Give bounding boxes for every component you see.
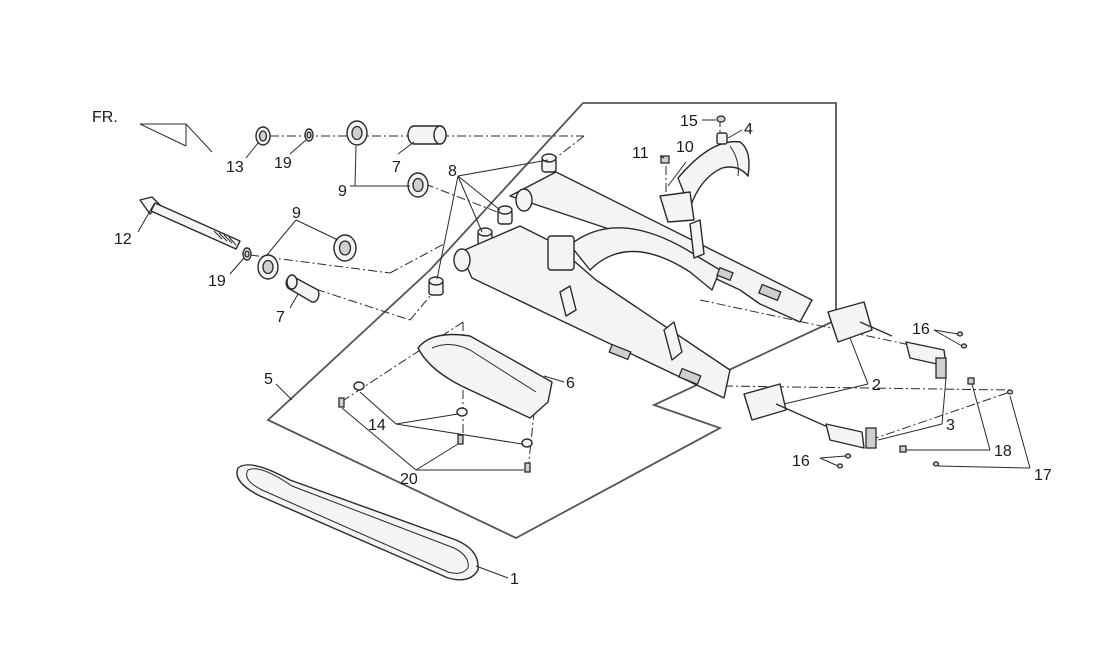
assembly-centerlines: [249, 118, 1011, 471]
callout-19-lower: 19: [208, 273, 226, 290]
callout-18: 18: [994, 443, 1012, 460]
part-15-screw: [716, 115, 726, 123]
callout-8: 8: [448, 163, 457, 180]
callout-19-upper: 19: [274, 155, 292, 172]
callout-15: 15: [680, 113, 698, 130]
callout-14: 14: [368, 417, 386, 434]
assembly-boundary-frame: [266, 102, 837, 540]
callout-16-lower: 16: [792, 453, 810, 470]
part-3-adjuster-plate-upper: [905, 341, 947, 379]
callout-5: 5: [264, 371, 273, 388]
part-17-bolts: [932, 389, 1014, 467]
part-10-fender: [659, 140, 750, 223]
part-7-collar-upper: [407, 125, 447, 145]
callout-3: 3: [946, 417, 955, 434]
part-6-chain-guard: [417, 333, 553, 419]
callout-13: 13: [226, 159, 244, 176]
part-13-nut: [255, 126, 271, 146]
leader-lines: [137, 119, 1031, 579]
callout-10: 10: [676, 139, 694, 156]
part-9-seal-lower-left: [257, 254, 279, 280]
part-9-seal-lower-right: [333, 234, 357, 262]
part-2-chain-adjuster-upper: [827, 301, 893, 343]
part-18-nuts: [899, 377, 975, 453]
callout-4: 4: [744, 121, 753, 138]
part-12-pivot-bolt: [139, 196, 241, 250]
callout-labels: 13 19 7 9 8 9 12 19 7 5 6 14 20 11 10 15…: [114, 113, 1052, 588]
part-1-drive-belt: [236, 464, 479, 581]
front-direction-label: FR.: [92, 109, 118, 126]
part-3-adjuster-plate-lower: [825, 423, 877, 449]
part-20-screws: [338, 397, 531, 473]
callout-12: 12: [114, 231, 132, 248]
part-7-collar-lower: [285, 274, 320, 303]
callout-20: 20: [400, 471, 418, 488]
callout-1: 1: [510, 571, 519, 588]
callout-9-upper: 9: [338, 183, 347, 200]
part-4-grommet: [716, 132, 728, 145]
part-11-bolt: [660, 155, 670, 164]
callout-11: 11: [632, 145, 649, 162]
part-14-washers: [353, 381, 533, 448]
part-9-seal-middle: [407, 172, 429, 198]
callout-2: 2: [872, 377, 881, 394]
callout-16-upper: 16: [912, 321, 930, 338]
callout-7-lower: 7: [276, 309, 285, 326]
part-9-seal-upper: [346, 120, 368, 146]
swing-arm: [453, 171, 813, 399]
front-direction-arrow-icon: [139, 123, 213, 153]
callout-9-lower: 9: [292, 205, 301, 222]
callout-17: 17: [1034, 467, 1052, 484]
part-19-washer-upper: [304, 128, 314, 142]
callout-7-upper: 7: [392, 159, 401, 176]
part-19-washer-lower: [242, 247, 252, 261]
part-2-chain-adjuster-lower: [743, 383, 831, 429]
callout-6: 6: [566, 375, 575, 392]
